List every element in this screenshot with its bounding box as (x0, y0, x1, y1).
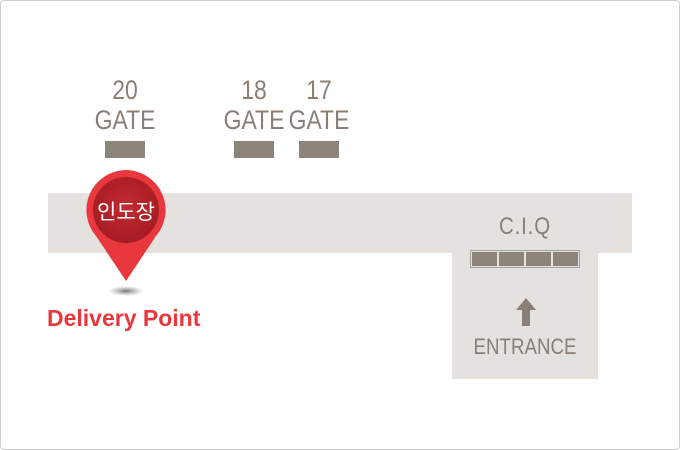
map-pin-icon (86, 170, 166, 296)
gate-20: 20 GATE (91, 75, 159, 135)
gate-number: 18 (241, 75, 267, 105)
gate-number: 20 (112, 75, 138, 105)
ciq-booth (472, 252, 497, 266)
gate-18: 18 GATE (220, 75, 288, 135)
gate-20-marker (105, 141, 145, 158)
ciq-booth (526, 252, 551, 266)
gate-17-marker (299, 141, 339, 158)
gate-label: GATE (223, 105, 285, 135)
ciq-booths (470, 250, 580, 268)
ciq-label: C.I.Q (499, 213, 551, 240)
ciq-booth (553, 252, 578, 266)
entrance-label: ENTRANCE (473, 334, 577, 359)
gate-18-marker (234, 141, 274, 158)
gate-label: GATE (288, 105, 350, 135)
delivery-point-label: Delivery Point (47, 305, 201, 331)
arrow-up-icon (516, 298, 536, 326)
ciq-booth (499, 252, 524, 266)
pin-label: 인도장 (97, 200, 155, 224)
gate-number: 17 (306, 75, 332, 105)
gate-17: 17 GATE (285, 75, 353, 135)
gate-label: GATE (94, 105, 156, 135)
